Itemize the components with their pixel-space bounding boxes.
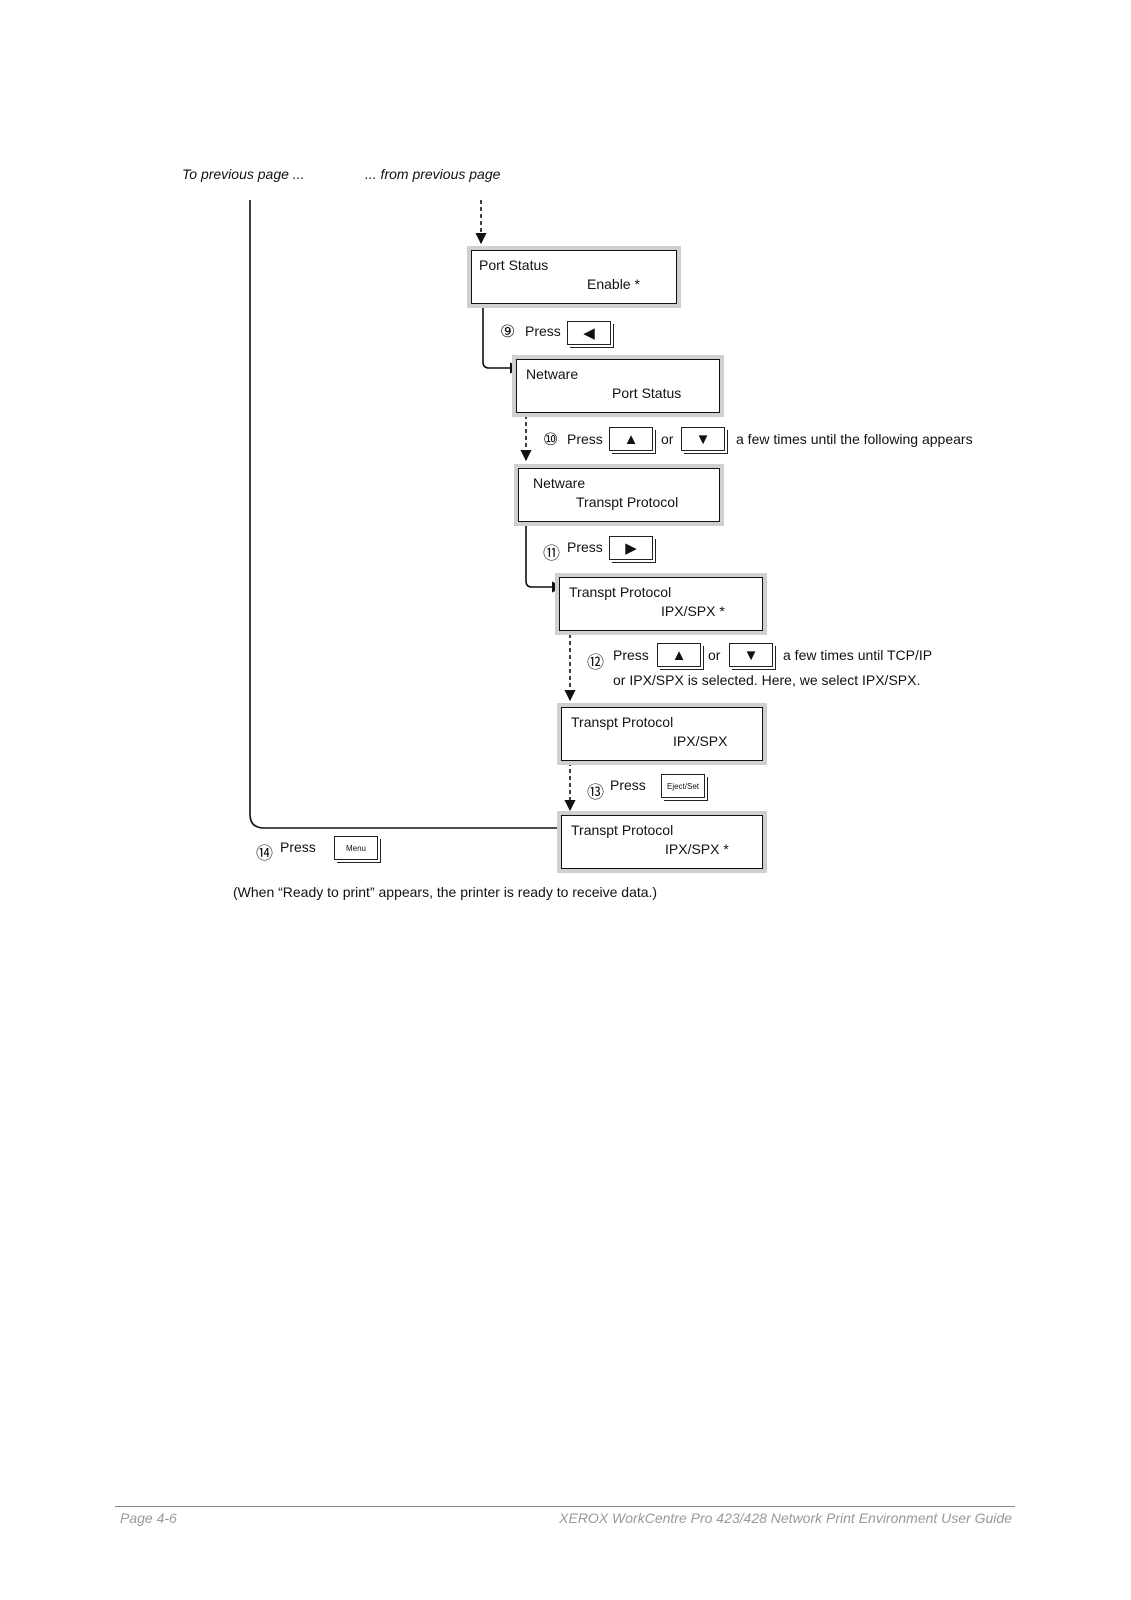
lcd-line-1: Transpt Protocol [571,714,674,730]
up-arrow-key[interactable]: ▲ [609,427,653,451]
step-12-press-label: Press [613,647,649,663]
step-11-press-label: Press [567,539,603,555]
up-arrow-key[interactable]: ▲ [657,643,701,667]
step-11-number: ⑪ [543,544,560,563]
lcd-line-2: IPX/SPX [673,733,728,749]
to-previous-page-label: To previous page ... [182,166,305,182]
step-10-instruction: a few times until the following appears [736,431,973,447]
from-previous-page-label: ... from previous page [365,166,501,182]
step-12-instruction-line-2: or IPX/SPX is selected. Here, we select … [613,672,921,688]
step-14-number: ⑭ [256,844,273,863]
lcd-transpt-protocol-ipxspx-star: Transpt Protocol IPX/SPX * [555,573,767,635]
ready-to-print-note: (When “Ready to print” appears, the prin… [233,884,658,900]
lcd-netware-port-status: Netware Port Status [512,355,724,417]
step-12-or-label: or [708,647,721,663]
left-arrow-key[interactable]: ◀ [567,321,611,345]
arrow-step-11 [525,523,564,593]
footer-page-number: Page 4-6 [120,1510,177,1526]
lcd-line-2: Port Status [612,385,682,401]
menu-key[interactable]: Menu [334,836,378,860]
line-to-previous-page [249,200,558,829]
step-13-press-label: Press [610,777,646,793]
step-12-number: ⑫ [587,653,604,672]
lcd-line-2: IPX/SPX * [661,603,725,619]
step-12-instruction: a few times until TCP/IP [783,647,933,663]
down-arrow-key[interactable]: ▼ [729,643,773,667]
lcd-port-status: Port Status Enable * [467,246,681,308]
step-9-press-label: Press [525,323,561,339]
step-10-number: ⑩ [543,430,559,449]
step-13-number: ⑬ [587,783,604,802]
down-arrow-key[interactable]: ▼ [681,427,725,451]
arrow-step-9 [482,306,522,374]
step-14-press-label: Press [280,839,316,855]
step-9-number: ⑨ [500,322,516,341]
eject-set-key[interactable]: Eject/Set [661,774,705,798]
right-arrow-key[interactable]: ▶ [609,536,653,560]
lcd-transpt-protocol-final: Transpt Protocol IPX/SPX * [557,811,767,873]
lcd-line-2: IPX/SPX * [665,841,729,857]
footer-rule [115,1506,1015,1507]
lcd-line-2: Transpt Protocol [576,494,679,510]
lcd-line-1: Port Status [479,257,549,273]
lcd-line-1: Netware [533,475,586,491]
lcd-transpt-protocol-ipxspx: Transpt Protocol IPX/SPX [557,703,767,765]
step-10-press-label: Press [567,431,603,447]
lcd-line-1: Transpt Protocol [571,822,674,838]
lcd-line-1: Transpt Protocol [569,584,672,600]
lcd-netware-transpt-protocol: Netware Transpt Protocol [514,464,724,526]
step-10-or-label: or [661,431,674,447]
lcd-line-1: Netware [526,366,579,382]
lcd-line-2: Enable * [587,276,640,292]
footer-guide-title: XEROX WorkCentre Pro 423/428 Network Pri… [559,1510,1012,1526]
